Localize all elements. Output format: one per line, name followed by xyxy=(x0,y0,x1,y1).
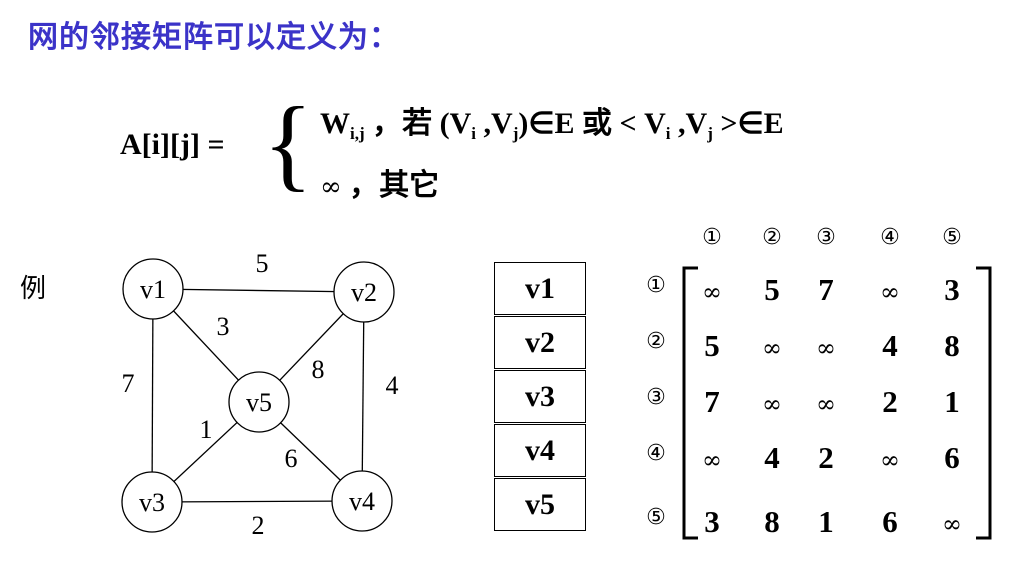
edge-weight-label: 3 xyxy=(217,312,230,341)
page-title: 网的邻接矩阵可以定义为： xyxy=(28,20,400,55)
matrix-cell: 1 xyxy=(818,504,834,539)
case1-sub-i2: i xyxy=(665,124,671,143)
formula-case-2: ∞ ，其它 xyxy=(320,160,439,204)
edge-weight-label: 1 xyxy=(200,415,213,444)
matrix-col-header: ② xyxy=(762,225,782,250)
case1-cond-c: >∈E xyxy=(712,107,784,140)
matrix-cell: ∞ xyxy=(942,510,962,538)
matrix-cell: 8 xyxy=(764,504,780,539)
matrix-cell: 3 xyxy=(704,504,720,539)
adjacency-matrix: ① ② ③ ④ ⑤ ① ② ③ ④ ⑤ ∞ 5 7 ∞ 3 5 ∞ ∞ 4 8 7 ∞ ∞ 2 1 ∞ 4 2 ∞ 6 3 8 1 6 ∞ xyxy=(646,225,992,540)
case1-comma2: ,V xyxy=(670,107,708,140)
matrix-row-header: ③ xyxy=(646,385,666,410)
matrix-row-header: ④ xyxy=(646,441,666,466)
matrix-col-header: ③ xyxy=(816,225,836,250)
matrix-cell: 4 xyxy=(764,440,780,475)
matrix-cell: ∞ xyxy=(816,390,836,418)
graph-nodes: v1 v2 v3 v4 v5 xyxy=(121,258,395,533)
vertex-list-cell: v1 xyxy=(494,262,586,315)
matrix-cell: ∞ xyxy=(762,334,782,362)
edge-v1-v3 xyxy=(151,288,154,503)
node-label-v4: v4 xyxy=(349,487,375,516)
case1-cond-a: ，若 (V xyxy=(364,107,472,140)
matrix-cell: 4 xyxy=(882,328,898,363)
matrix-cell: 2 xyxy=(882,384,898,419)
formula-brace: { xyxy=(263,86,313,201)
vertex-list-cell: v4 xyxy=(494,424,586,477)
matrix-cell: ∞ xyxy=(880,446,900,474)
matrix-cell: 6 xyxy=(882,504,898,539)
node-label-v2: v2 xyxy=(351,278,377,307)
node-v1 xyxy=(122,258,184,320)
case2-text: ，其它 xyxy=(341,169,440,202)
node-v4 xyxy=(331,470,393,532)
matrix-cell: 3 xyxy=(944,272,960,307)
case1-w-sub: i,j xyxy=(350,124,365,143)
example-label: 例 xyxy=(20,274,47,304)
matrix-cell: ∞ xyxy=(702,446,722,474)
matrix-right-bracket xyxy=(976,266,992,540)
node-v3 xyxy=(121,471,183,533)
vertex-list: v1 v2 v3 v4 v5 xyxy=(494,262,586,532)
matrix-cell: 2 xyxy=(818,440,834,475)
formula-case-1: Wi,j ，若 (Vi ,Vj)∈E 或 < Vi ,Vj >∈E xyxy=(320,98,784,144)
matrix-cell: ∞ xyxy=(880,278,900,306)
vertex-list-cell: v2 xyxy=(494,316,586,369)
edge-weight-label: 6 xyxy=(285,444,298,473)
case1-sub-j1: j xyxy=(512,124,519,143)
node-label-v3: v3 xyxy=(139,488,165,517)
edge-weight-label: 4 xyxy=(386,371,399,400)
matrix-cell: ∞ xyxy=(816,334,836,362)
matrix-cell: 6 xyxy=(944,440,960,475)
case2-inf: ∞ xyxy=(320,172,342,202)
formula-lhs: A[i][j] = xyxy=(120,128,225,161)
edge-v2-v4 xyxy=(361,291,365,502)
edge-weight-label: 8 xyxy=(312,355,325,384)
node-label-v1: v1 xyxy=(140,275,166,304)
node-v2 xyxy=(333,261,395,323)
graph-edge-weights: 5 7 3 4 8 2 1 6 xyxy=(122,249,399,540)
case1-comma: ,V xyxy=(476,107,513,140)
matrix-col-header: ④ xyxy=(880,225,900,250)
matrix-cell: 1 xyxy=(944,384,960,419)
matrix-col-header: ① xyxy=(702,225,722,250)
edge-weight-label: 7 xyxy=(122,369,135,398)
matrix-row-header: ② xyxy=(646,329,666,354)
matrix-left-bracket xyxy=(682,266,698,540)
matrix-cell: 7 xyxy=(704,384,720,419)
matrix-cell: 5 xyxy=(764,272,780,307)
case1-w: W xyxy=(320,107,350,140)
matrix-cell: ∞ xyxy=(702,278,722,306)
matrix-cell: 7 xyxy=(818,272,834,307)
edge-v1-v2 xyxy=(152,288,365,293)
case1-sub-j2: j xyxy=(707,124,713,143)
matrix-cell: ∞ xyxy=(762,390,782,418)
matrix-row-header: ① xyxy=(646,273,666,298)
node-label-v5: v5 xyxy=(246,388,272,417)
case1-sub-i1: i xyxy=(471,124,477,143)
case1-cond-b: )∈E 或 < V xyxy=(518,107,666,140)
edge-weight-label: 5 xyxy=(256,249,269,278)
matrix-row-header: ⑤ xyxy=(646,505,666,530)
vertex-list-cell: v5 xyxy=(494,478,586,531)
node-v5 xyxy=(228,371,290,433)
matrix-cell: 8 xyxy=(944,328,960,363)
matrix-cell: 5 xyxy=(704,328,720,363)
edge-v3-v4 xyxy=(151,500,363,503)
vertex-list-cell: v3 xyxy=(494,370,586,423)
edge-weight-label: 2 xyxy=(252,511,265,540)
matrix-col-header: ⑤ xyxy=(942,225,962,250)
